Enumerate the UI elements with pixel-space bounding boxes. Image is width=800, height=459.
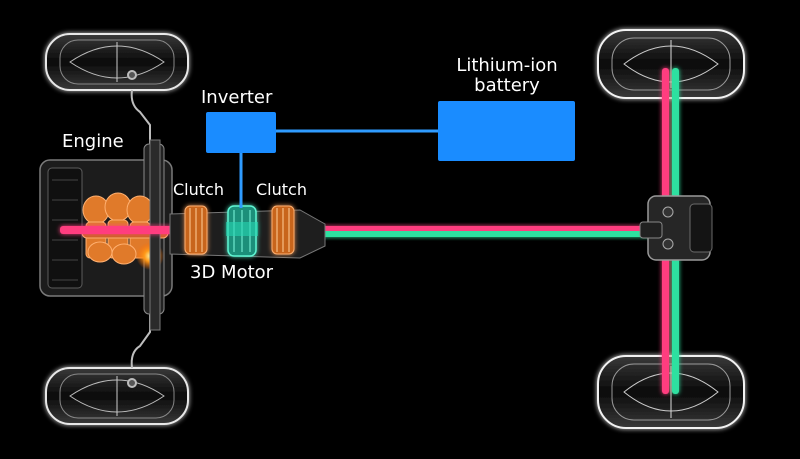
wheel-front-right	[597, 29, 745, 99]
motor-unit	[226, 205, 258, 257]
battery-label-line1: Lithium-ion	[456, 55, 558, 76]
clutch-left-label: Clutch	[173, 180, 224, 199]
front-axle-links	[127, 70, 151, 388]
electric-wiring	[239, 129, 438, 208]
clutch-right-label: Clutch	[256, 180, 307, 199]
battery-label: Lithium-ion battery	[440, 56, 574, 96]
inverter-box	[206, 112, 276, 153]
front-axle	[149, 139, 161, 331]
battery-box	[438, 101, 575, 161]
inverter-label: Inverter	[201, 87, 273, 108]
wheel-front-left	[45, 33, 189, 91]
wheel-rear-left	[45, 367, 189, 425]
battery-label-line2: battery	[474, 75, 540, 96]
clutch-right-unit	[271, 205, 295, 255]
wheel-rear-right	[597, 355, 745, 429]
engine-label: Engine	[62, 131, 124, 152]
clutch-left-unit	[184, 205, 208, 255]
rear-differential	[639, 195, 713, 261]
motor-label: 3D Motor	[190, 262, 274, 283]
